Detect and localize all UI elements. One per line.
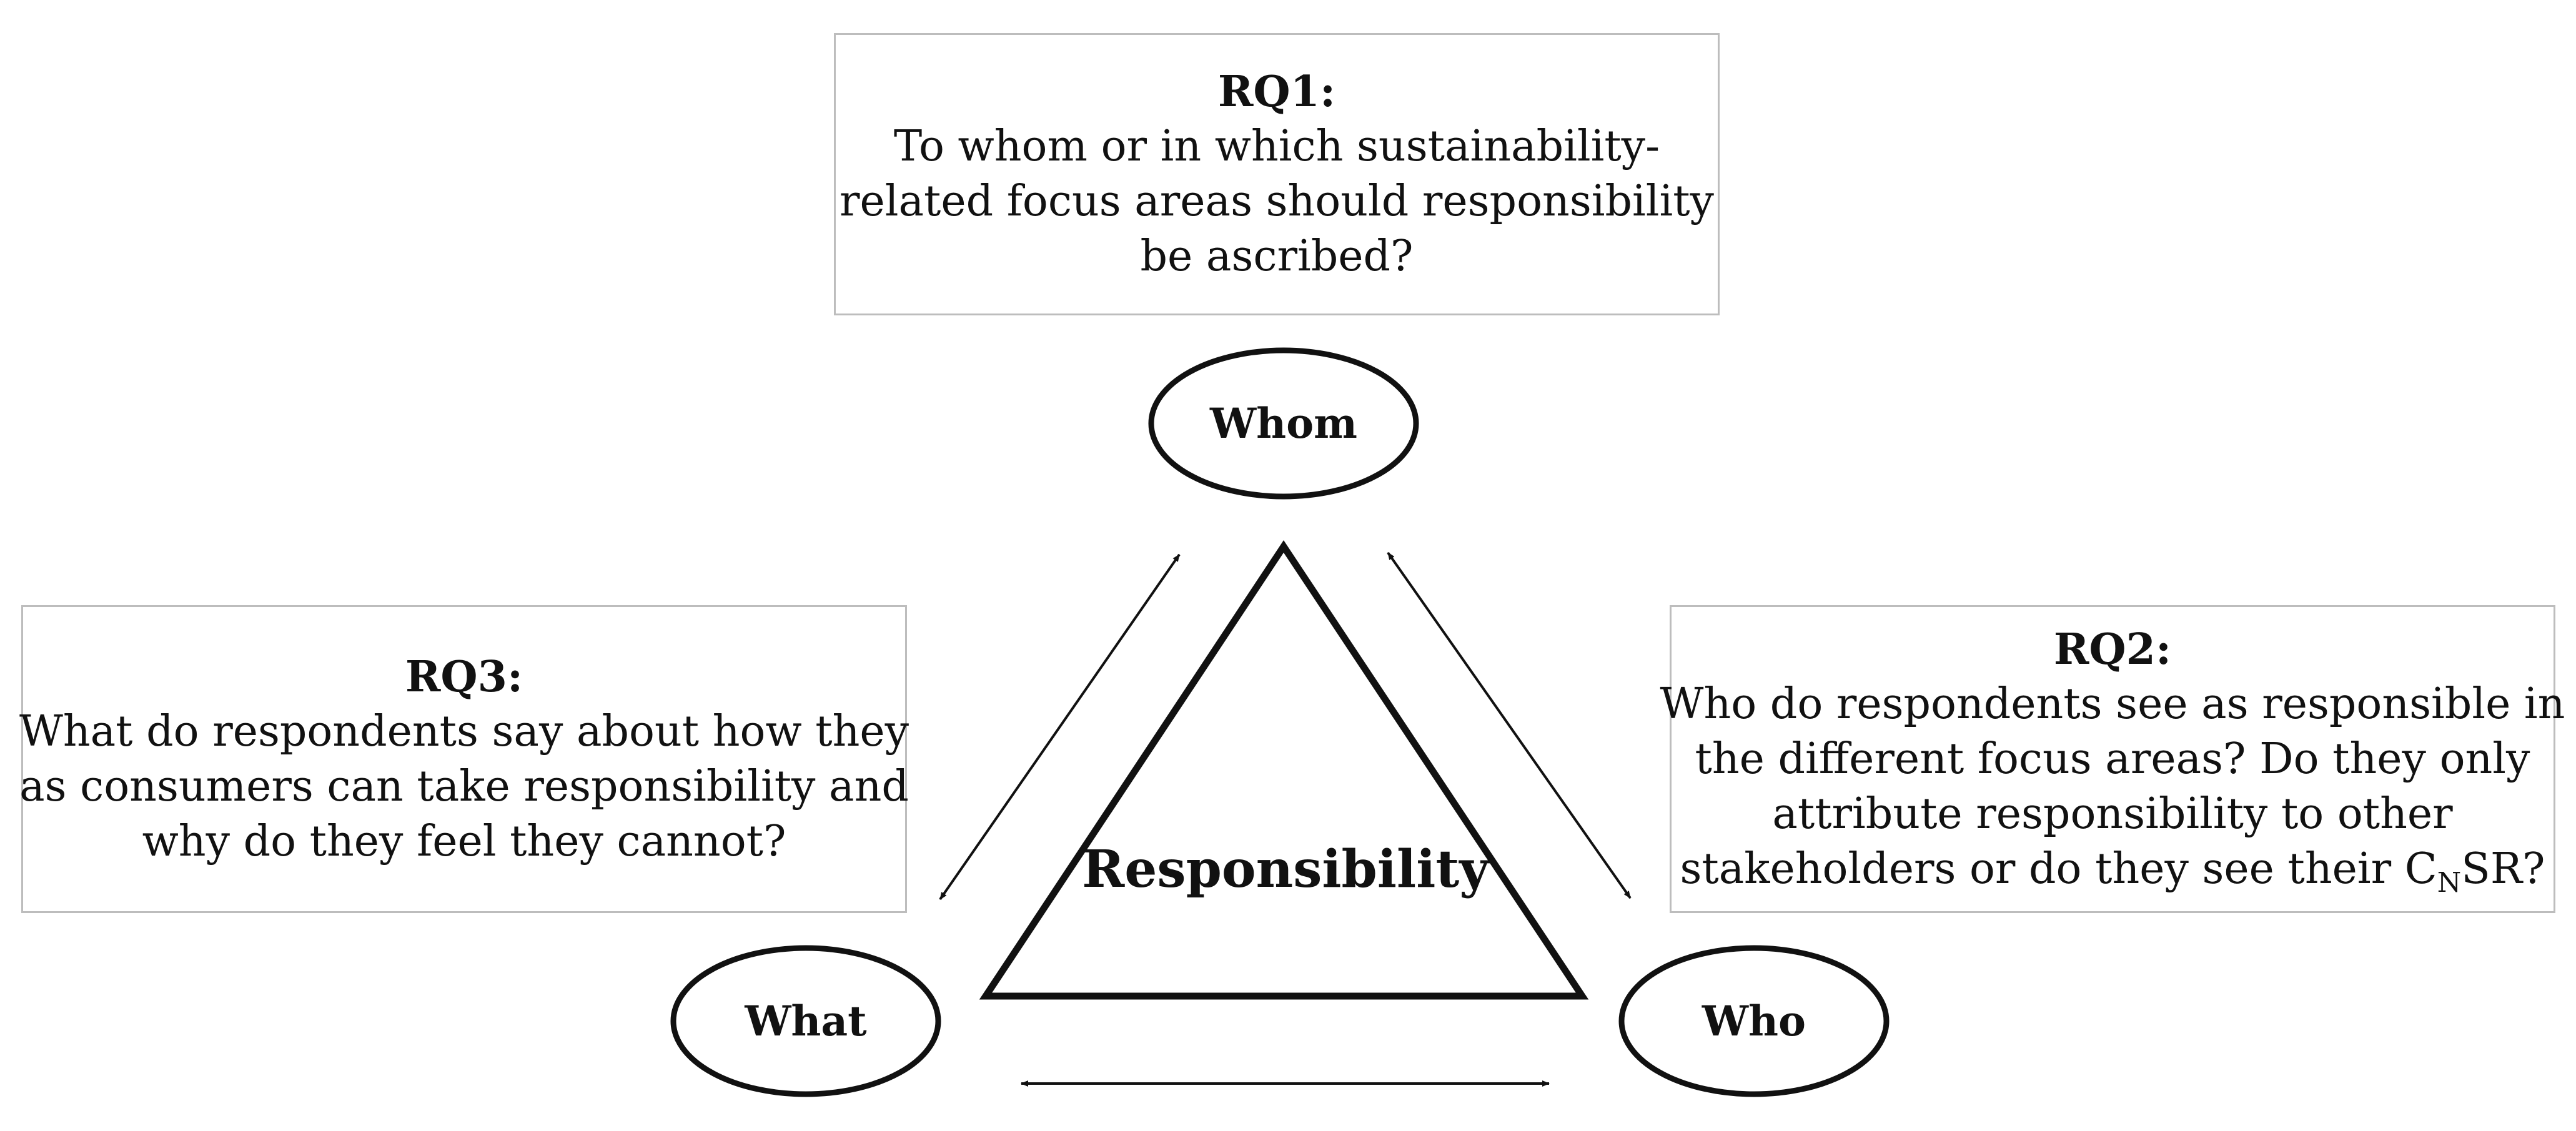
node-who-ellipse [1618, 945, 1890, 1097]
rq2-box: RQ2: Who do respondents see as responsib… [1660, 605, 2565, 913]
rq2-last-line-subscript: N [2437, 866, 2462, 899]
rq3-text-line: What do respondents say about how they [19, 706, 909, 756]
rq3-text-line: as consumers can take responsibility and [19, 761, 909, 811]
rq2-last-line-pre: stakeholders or do they see their C [1680, 844, 2437, 894]
responsibility-triangle: Responsibility [979, 540, 1589, 1000]
rq2-text-line: the different focus areas? Do they only [1695, 734, 2530, 784]
rq1-text-line: To whom or in which sustainability- [893, 122, 1660, 171]
triangle-shape [979, 540, 1589, 1000]
rq2-title: RQ2: [2053, 624, 2172, 674]
node-what-label: What [744, 997, 867, 1045]
node-whom-ellipse [1148, 347, 1419, 500]
rq2-text-line: Who do respondents see as responsible in [1660, 679, 2565, 729]
node-whom: Whom [1148, 347, 1419, 500]
node-what: What [670, 945, 941, 1097]
rq3-box: RQ3: What do respondents say about how t… [19, 605, 909, 913]
rq1-title: RQ1: [1217, 67, 1336, 117]
responsibility-label: Responsibility [1082, 839, 1490, 899]
rq3-text-line: why do they feel they cannot? [142, 816, 786, 866]
node-whom-label: Whom [1209, 399, 1357, 448]
arrow-what-whom [939, 553, 1181, 901]
rq1-text-line: be ascribed? [1140, 232, 1414, 281]
rq2-last-line-post: SR? [2461, 844, 2545, 894]
rq2-text-last-line: stakeholders or do they see their CNSR? [1680, 842, 2545, 897]
node-what-ellipse [670, 945, 941, 1097]
rq1-box: RQ1: To whom or in which sustainability-… [834, 33, 1720, 315]
rq3-title: RQ3: [405, 651, 523, 702]
node-who-label: Who [1702, 997, 1806, 1045]
rq2-text-line: attribute responsibility to other [1772, 789, 2453, 839]
node-who: Who [1618, 945, 1890, 1097]
rq1-text-line: related focus areas should responsibilit… [840, 177, 1714, 226]
arrow-whom-who [1387, 551, 1632, 899]
